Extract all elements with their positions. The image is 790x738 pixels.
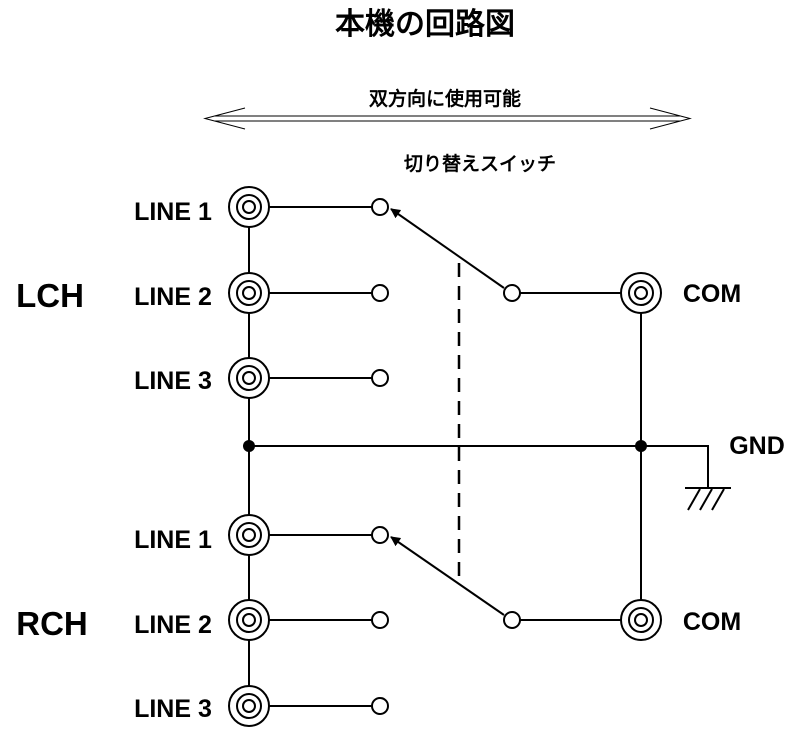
junction-dot bbox=[635, 440, 647, 452]
switch-contact bbox=[371, 611, 389, 629]
channel-label-rch: RCH bbox=[16, 605, 88, 642]
rca-jack-icon bbox=[228, 514, 270, 556]
line-label: LINE 1 bbox=[134, 198, 212, 226]
switch-contact bbox=[371, 284, 389, 302]
switch-label: 切り替えスイッチ bbox=[404, 152, 556, 175]
gnd-label: GND bbox=[729, 432, 785, 460]
line-label: LINE 3 bbox=[134, 367, 212, 395]
rca-jack-icon bbox=[228, 599, 270, 641]
line-label: LINE 1 bbox=[134, 526, 212, 554]
channel-label-lch: LCH bbox=[16, 277, 84, 314]
com-label-lch: COM bbox=[683, 280, 741, 308]
switch-common-contact bbox=[503, 611, 521, 629]
line-label: LINE 3 bbox=[134, 695, 212, 723]
switch-arm-lch bbox=[390, 208, 505, 289]
com-label-rch: COM bbox=[683, 608, 741, 636]
switch-contact bbox=[371, 369, 389, 387]
rca-jack-icon bbox=[620, 272, 662, 314]
switch-common-contact bbox=[503, 284, 521, 302]
line-label: LINE 2 bbox=[134, 611, 212, 639]
switch-contact bbox=[371, 526, 389, 544]
rca-jack-icon bbox=[228, 357, 270, 399]
line-label: LINE 2 bbox=[134, 283, 212, 311]
bidirectional-arrow bbox=[203, 107, 692, 130]
bidirectional-label: 双方向に使用可能 bbox=[369, 87, 521, 110]
junction-dot bbox=[243, 440, 255, 452]
switch-contact bbox=[371, 198, 389, 216]
diagram-title: 本機の回路図 bbox=[335, 7, 515, 42]
switch-arm-rch bbox=[390, 536, 505, 616]
rca-jack-icon bbox=[228, 272, 270, 314]
switch-contact bbox=[371, 697, 389, 715]
rca-jack-icon bbox=[620, 599, 662, 641]
rca-jack-icon bbox=[228, 685, 270, 727]
ground-wire bbox=[249, 445, 709, 487]
rca-jack-icon bbox=[228, 186, 270, 228]
ground-symbol-icon bbox=[685, 487, 731, 511]
